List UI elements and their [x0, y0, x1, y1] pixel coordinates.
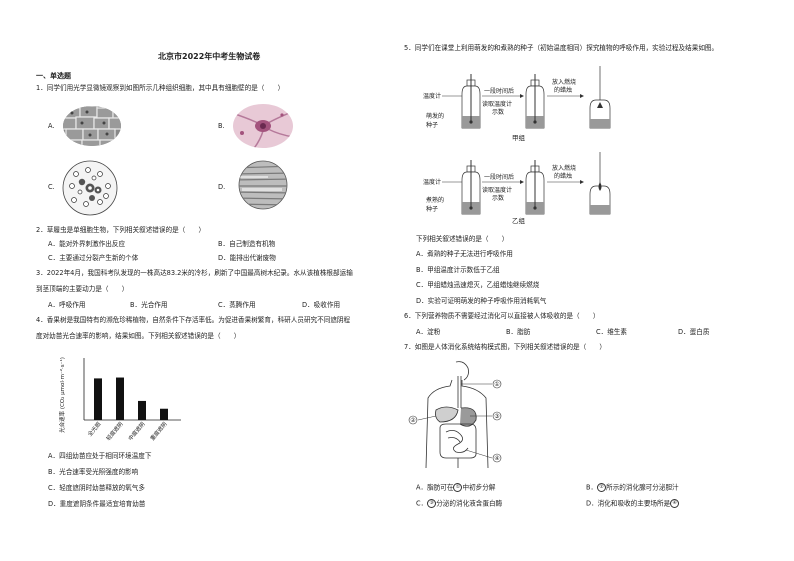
q5-experiment-diagram: 温度计 萌发的 种子 一段时间后 读取温度计 示数 放入燃烧 的蜡烛 — [423, 66, 611, 224]
q6-option-d: D．蛋白质 — [678, 328, 710, 336]
q7-stem: 7．如图是人体消化系统结构模式图，下列相关叙述错误的是（ ） — [404, 343, 607, 351]
q6-option-b: B．脂肪 — [506, 328, 531, 336]
chart-bar-2 — [116, 377, 124, 420]
jia-arrow1-text-c: 示数 — [492, 108, 504, 116]
q1-image-d-muscle-tissue — [238, 160, 288, 210]
chart-x-tick-label-4: 重度遮阴 — [148, 420, 169, 442]
q1-stem: 1．同学们用光学显微镜观察到如图所示几种组织细胞，其中具有细胞壁的是（ ） — [36, 84, 285, 92]
yi-bottle-1 — [461, 160, 481, 215]
yi-seed-label-1: 煮熟的 — [426, 196, 444, 204]
jia-group-label: 甲组 — [512, 133, 526, 142]
diagram-mark-4: ④ — [494, 455, 499, 462]
q5-sub-stem: 下列相关叙述错误的是（ ） — [416, 235, 509, 243]
yi-candle-text-1: 放入燃烧 — [552, 164, 576, 172]
q2-option-b: B．自己制造有机物 — [218, 240, 276, 248]
yi-candle-text-2: 的蜡烛 — [554, 172, 572, 180]
q4-stem-line2: 度对幼苗光合速率的影响，结果如图。下列相关叙述错误的是（ ） — [36, 332, 241, 340]
jia-arrow1-text-b: 读取温度计 — [482, 100, 512, 108]
q3-stem-line1: 3．2022年4月，我国科考队发现的一株高达83.2米的冷杉，刷新了中国最高树木… — [36, 269, 353, 277]
q4-option-c: C．轻度遮阴时幼苗释放的氧气多 — [48, 484, 145, 492]
q3-stem-line2: 到茎顶端的主要动力是（ ） — [36, 285, 129, 293]
section-heading: 一、单选题 — [36, 72, 71, 80]
yi-arrow1-text-b: 读取温度计 — [482, 186, 512, 194]
q3-option-a: A．呼吸作用 — [48, 301, 86, 309]
yi-bottle-2 — [525, 160, 545, 215]
q4-bar-chart: 光合速率 (CO₂ μmol·m⁻²·s⁻¹) 全光照轻度遮阴中度遮阴重度遮阴 — [58, 357, 181, 442]
q7-option-c-mark: ③ — [427, 499, 437, 508]
q5-stem: 5．同学们在课堂上利用萌发的和煮熟的种子（初始温度相同）探究植物的呼吸作用，实验… — [404, 44, 719, 52]
jia-thermometer-label: 温度计 — [423, 92, 441, 100]
q7-option-b-mark: ② — [597, 483, 607, 492]
q4-stem-line1: 4．香果树是我国特有的濒危珍稀植物，自然条件下存活率低。为促进香果树繁育，科研人… — [36, 316, 351, 324]
q2-stem: 2．草履虫是单细胞生物，下列相关叙述错误的是（ ） — [36, 226, 206, 234]
q6-option-c: C．维生素 — [596, 328, 627, 336]
yi-thermometer-label: 温度计 — [423, 178, 441, 186]
q1-image-a-plant-cells — [63, 106, 121, 146]
q1-image-b-nerve-cell — [233, 104, 293, 148]
q1-image-c-blood-cells — [62, 160, 118, 216]
q6-option-a: A．淀粉 — [416, 328, 441, 336]
q2-option-c: C．主要通过分裂产生新的个体 — [48, 254, 139, 262]
jia-seed-label-1: 萌发的 — [426, 112, 444, 120]
q4-option-a: A．四组幼苗应处于相同环境温度下 — [48, 452, 152, 460]
q7-digestive-system-diagram: ① ③ ② ④ — [408, 361, 502, 469]
yi-group-label: 乙组 — [512, 216, 526, 224]
diagram-mark-2: ② — [410, 417, 416, 424]
q1-label-c: C. — [48, 183, 55, 191]
diagram-mark-3: ③ — [494, 413, 499, 420]
q2-option-d: D．能排出代谢废物 — [218, 254, 276, 262]
chart-x-tick-label-1: 全光照 — [86, 420, 103, 438]
q2-option-a: A．能对外界刺激作出反应 — [48, 240, 126, 248]
chart-x-tick-label-2: 轻度遮阴 — [104, 420, 125, 442]
page-title: 北京市2022年中考生物试卷 — [158, 52, 261, 61]
chart-bar-3 — [138, 400, 146, 420]
q5-option-c: C．甲组蜡烛迅速熄灭，乙组蜡烛继续燃烧 — [416, 281, 540, 289]
q1-label-d: D. — [218, 183, 226, 191]
jia-bottle-3-candle — [589, 66, 611, 129]
chart-y-axis-label: 光合速率 (CO₂ μmol·m⁻²·s⁻¹) — [58, 357, 66, 433]
q1-label-a: A. — [48, 122, 55, 130]
q7-option-d-mark: ④ — [670, 499, 680, 508]
diagram-mark-1: ① — [494, 381, 499, 388]
chart-x-tick-label-3: 中度遮阴 — [126, 420, 147, 442]
yi-seed-label-2: 种子 — [426, 205, 438, 213]
q4-option-d: D．重度遮阴条件最适宜培育幼苗 — [48, 500, 146, 508]
chart-bar-4 — [160, 408, 168, 420]
yi-arrow1-text-c: 示数 — [492, 194, 504, 202]
q1-label-b: B. — [218, 122, 225, 130]
q5-option-d: D．实验可证明萌发的种子呼吸作用消耗氧气 — [416, 297, 547, 305]
q6-stem: 6．下列营养物质不需要经过消化可以直接被人体吸收的是（ ） — [404, 312, 600, 320]
jia-bottle-2 — [525, 74, 545, 129]
q3-option-b: B．光合作用 — [130, 301, 168, 309]
jia-candle-text-1: 放入燃烧 — [552, 78, 576, 86]
jia-arrow1-text: 一段时间后 — [484, 87, 514, 95]
jia-candle-text-2: 的蜡烛 — [554, 86, 572, 94]
q7-option-a-mark: ① — [453, 483, 463, 492]
yi-arrow1-text: 一段时间后 — [484, 173, 514, 181]
q5-option-b: B．甲组温度计示数低于乙组 — [416, 266, 500, 274]
q3-option-d: D．吸收作用 — [302, 301, 341, 309]
chart-bar-1 — [94, 378, 102, 420]
jia-seed-label-2: 种子 — [426, 121, 438, 129]
q4-option-b: B．光合速率受光照强度的影响 — [48, 468, 139, 476]
q3-option-c: C．蒸腾作用 — [218, 301, 256, 309]
jia-bottle-1 — [461, 74, 481, 129]
yi-bottle-3-candle — [589, 152, 611, 215]
q5-option-a: A．煮熟的种子无法进行呼吸作用 — [416, 250, 513, 258]
